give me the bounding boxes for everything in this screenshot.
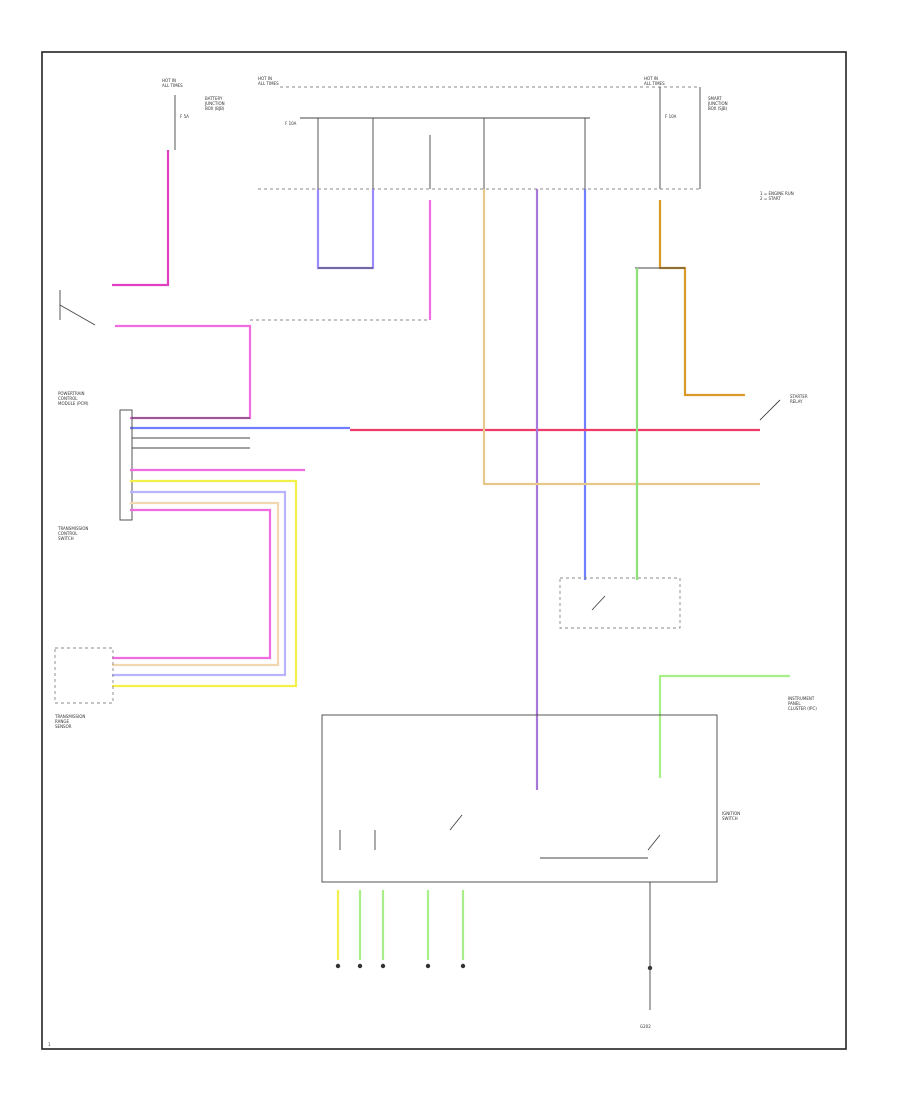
ignition-switch-box	[321, 714, 718, 883]
label-fuse-mid: F 10A	[285, 121, 297, 126]
relay-contact	[591, 595, 606, 611]
wire-tan	[482, 189, 760, 486]
ignition-contact	[647, 834, 661, 851]
label-fuse-right: F 10A	[665, 114, 677, 119]
wire-ipc-green	[658, 674, 790, 778]
clutch-switch-arm	[59, 304, 96, 326]
tcs-arm-3	[449, 814, 463, 831]
wire-left-hot	[112, 150, 170, 287]
label-fuse-left: F 5A	[180, 114, 189, 119]
starter-relay-arm	[759, 399, 781, 421]
transmission-range-sensor	[54, 647, 114, 704]
wire-tr-magenta	[112, 508, 272, 660]
ground-dots	[335, 963, 653, 971]
label-page: 1	[48, 1042, 51, 1047]
label-ground: G202	[640, 1024, 651, 1029]
wire-clutch-pcm	[115, 324, 252, 420]
wire-tr-blue	[112, 490, 287, 677]
wire-blue-loop	[316, 189, 375, 270]
diagram-frame	[41, 51, 847, 1050]
starter-relay-box	[559, 577, 681, 629]
wire-tr-yellow	[112, 479, 298, 688]
pcm-connector	[119, 409, 250, 521]
wire-orange	[658, 200, 745, 397]
wire-tr-tan	[112, 501, 280, 667]
